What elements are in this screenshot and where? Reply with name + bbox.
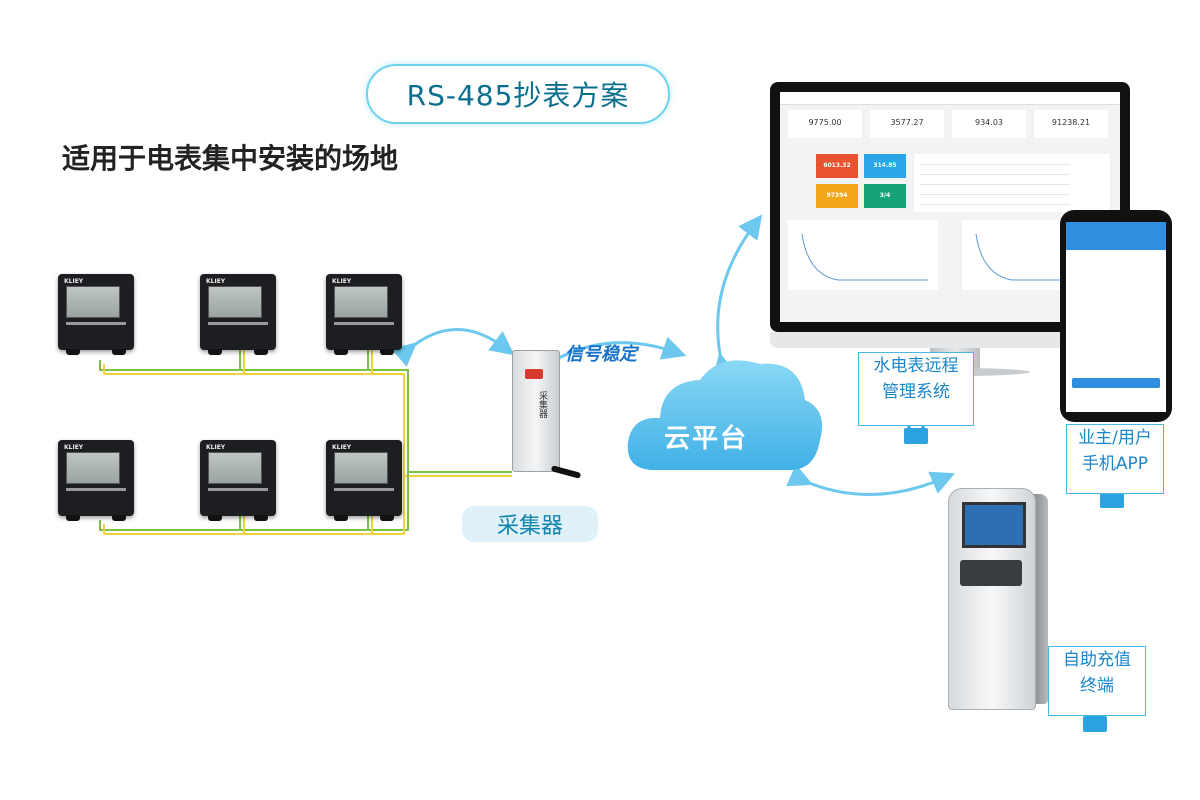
data-table [914, 154, 1110, 212]
arrow-cloud-monitor [712, 214, 763, 379]
arrow-collector-cloud [554, 336, 687, 362]
kiosk-screen [962, 502, 1026, 548]
mobile-app-box: 业主/用户 手机APP [1066, 424, 1164, 494]
kiosk-slot [960, 560, 1022, 586]
electric-meter: KLIEY [58, 440, 134, 521]
signal-stable-label: 信号稳定 [565, 344, 637, 365]
data-collector-device: 采集器 [512, 350, 582, 479]
phone-app-header [1066, 222, 1166, 250]
kpi-card: 9775.00 [788, 110, 862, 138]
electric-meter: KLIEY [58, 274, 134, 355]
monitor-chin [770, 332, 1130, 348]
kpi-card: 934.03 [952, 110, 1026, 138]
electric-meter: KLIEY [326, 440, 402, 521]
cloud-platform-label: 云平台 [664, 424, 749, 454]
arrow-cloud-kiosk [786, 464, 956, 496]
phone-app-button [1072, 378, 1160, 388]
rs485-bus-lower [99, 472, 409, 535]
dashboard-screen: 9775.00 3577.27 934.03 91238.21 6013.32 … [780, 92, 1120, 322]
line-chart-card [788, 220, 938, 290]
collector-label: 采集器 [462, 506, 598, 542]
recharge-terminal-box: 自助充值 终端 [1048, 646, 1146, 716]
collector-display [525, 369, 543, 379]
stat-tile: 3/4 [864, 184, 906, 208]
arrow-meters-collector [391, 328, 515, 367]
subtitle: 适用于电表集中安装的场地 [62, 142, 399, 175]
management-system-box: 水电表远程 管理系统 [858, 352, 974, 426]
electric-meter: KLIEY [326, 274, 402, 355]
stat-tile: 6013.32 [816, 154, 858, 178]
dashboard-header [780, 92, 1120, 105]
kpi-card: 91238.21 [1034, 110, 1108, 138]
electric-meter: KLIEY [200, 274, 276, 355]
rs485-bus-upper [99, 350, 512, 477]
electric-meter: KLIEY [200, 440, 276, 521]
cloud-shape [627, 360, 823, 470]
kpi-card: 3577.27 [870, 110, 944, 138]
page-title: RS-485抄表方案 [406, 79, 630, 112]
title-pill: RS-485抄表方案 [366, 64, 670, 124]
stat-tile: 314.85 [864, 154, 906, 178]
stat-tile: 97394 [816, 184, 858, 208]
phone-screen [1066, 222, 1166, 412]
